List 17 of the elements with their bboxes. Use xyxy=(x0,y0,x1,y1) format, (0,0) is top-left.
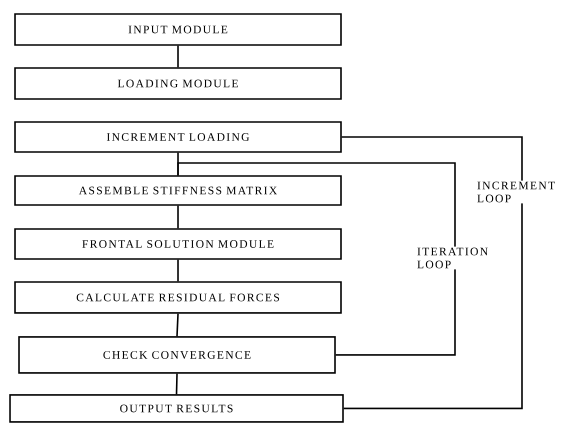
connector-line xyxy=(342,136,523,410)
process-box: ASSEMBLE STIFFNESS MATRIX xyxy=(14,175,342,206)
process-box: CALCULATE RESIDUAL FORCES xyxy=(14,281,342,314)
connector-line xyxy=(177,206,179,228)
process-box: CHECK CONVERGENCE xyxy=(18,336,336,374)
process-box: LOADING MODULE xyxy=(14,67,342,100)
process-box: INCREMENT LOADING xyxy=(14,121,342,153)
process-box: INPUT MODULE xyxy=(14,13,342,46)
edge-label: INCREMENT LOOP xyxy=(476,180,555,204)
connector-line xyxy=(177,260,179,282)
process-box: FRONTAL SOLUTION MODULE xyxy=(14,228,342,260)
process-box: OUTPUT RESULTS xyxy=(9,394,344,423)
connector-line xyxy=(177,162,456,356)
connector-line xyxy=(176,314,179,336)
edge-label: ITERATION LOOP xyxy=(416,246,488,270)
connector-line xyxy=(177,46,179,68)
connector-line xyxy=(176,374,178,394)
